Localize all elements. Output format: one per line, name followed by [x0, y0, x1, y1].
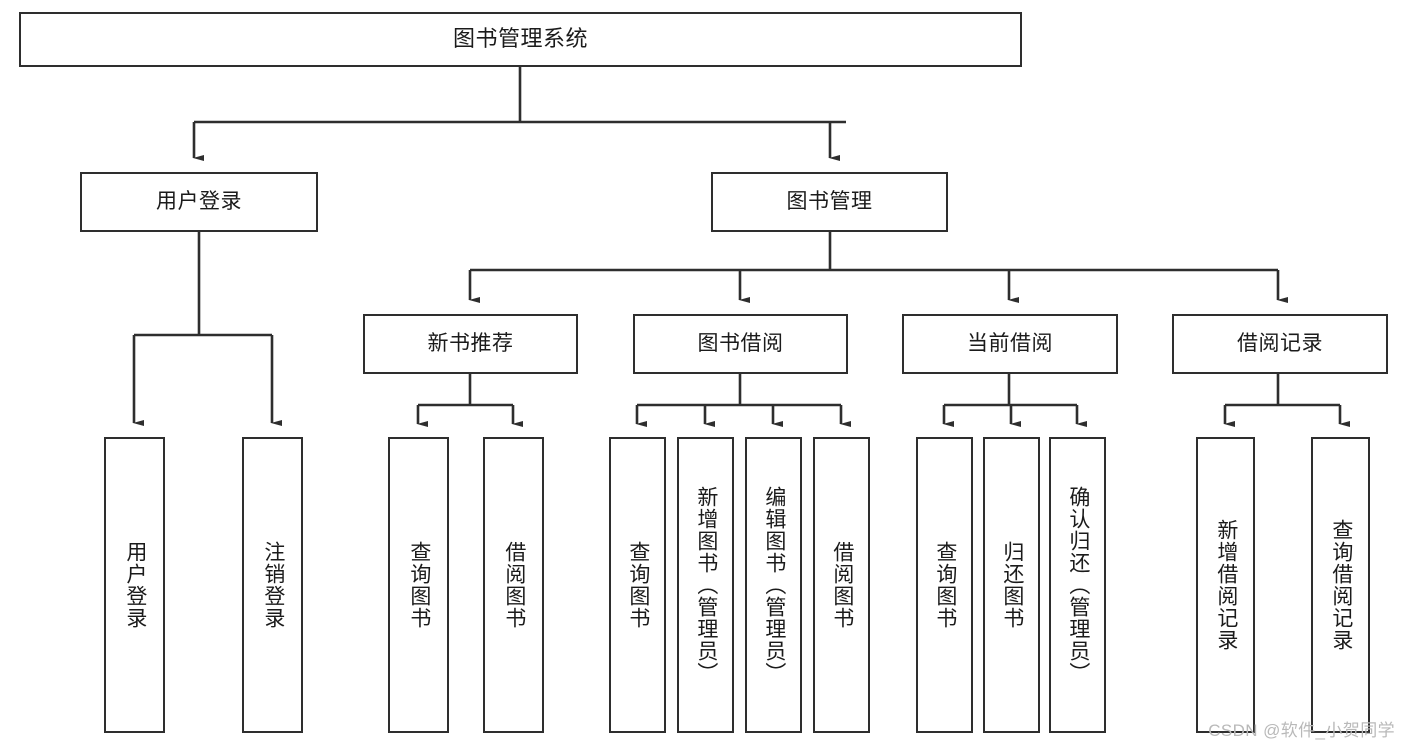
node-book-borrow-label: 图书借阅 — [697, 332, 784, 356]
node-leaf-add-record-label: 新增借阅记录 — [1214, 519, 1238, 651]
node-user-login[interactable]: 用户登录 — [80, 172, 318, 232]
node-leaf-user-login[interactable]: 用户登录 — [104, 437, 165, 733]
node-leaf-borrow-book-2[interactable]: 借阅图书 — [813, 437, 870, 733]
node-borrow-record[interactable]: 借阅记录 — [1172, 314, 1388, 374]
node-leaf-query-book-2-label: 查询图书 — [626, 541, 650, 629]
node-leaf-query-book-3[interactable]: 查询图书 — [916, 437, 973, 733]
node-book-manage-label: 图书管理 — [786, 190, 873, 214]
node-borrow-record-label: 借阅记录 — [1237, 332, 1323, 356]
node-leaf-query-book-1-label: 查询图书 — [407, 541, 431, 629]
node-leaf-query-record-label: 查询借阅记录 — [1329, 519, 1353, 651]
node-user-login-label: 用户登录 — [156, 190, 242, 214]
node-leaf-confirm-return[interactable]: 确认归还（管理员） — [1049, 437, 1106, 733]
node-book-manage[interactable]: 图书管理 — [711, 172, 948, 232]
node-leaf-query-book-1[interactable]: 查询图书 — [388, 437, 449, 733]
node-book-borrow[interactable]: 图书借阅 — [633, 314, 848, 374]
node-root-label: 图书管理系统 — [452, 26, 588, 52]
node-new-book-recommend[interactable]: 新书推荐 — [363, 314, 578, 374]
node-new-book-recommend-label: 新书推荐 — [427, 332, 514, 356]
node-leaf-borrow-book-2-label: 借阅图书 — [830, 541, 854, 629]
node-leaf-return-book-label: 归还图书 — [1000, 541, 1024, 629]
node-leaf-logout-label: 注销登录 — [261, 541, 285, 629]
node-leaf-borrow-book-1[interactable]: 借阅图书 — [483, 437, 544, 733]
node-leaf-query-book-2[interactable]: 查询图书 — [609, 437, 666, 733]
node-leaf-borrow-book-1-label: 借阅图书 — [502, 541, 526, 629]
node-current-borrow[interactable]: 当前借阅 — [902, 314, 1118, 374]
node-leaf-add-book[interactable]: 新增图书（管理员） — [677, 437, 734, 733]
node-leaf-add-book-label: 新增图书（管理员） — [694, 486, 718, 684]
node-leaf-edit-book[interactable]: 编辑图书（管理员） — [745, 437, 802, 733]
node-leaf-return-book[interactable]: 归还图书 — [983, 437, 1040, 733]
node-leaf-confirm-return-label: 确认归还（管理员） — [1066, 486, 1090, 684]
node-leaf-user-login-label: 用户登录 — [123, 541, 147, 629]
node-root[interactable]: 图书管理系统 — [19, 12, 1022, 67]
node-leaf-logout[interactable]: 注销登录 — [242, 437, 303, 733]
node-current-borrow-label: 当前借阅 — [967, 332, 1053, 356]
node-leaf-query-book-3-label: 查询图书 — [933, 541, 957, 629]
node-leaf-edit-book-label: 编辑图书（管理员） — [762, 486, 786, 684]
node-leaf-add-record[interactable]: 新增借阅记录 — [1196, 437, 1255, 733]
node-leaf-query-record[interactable]: 查询借阅记录 — [1311, 437, 1370, 733]
